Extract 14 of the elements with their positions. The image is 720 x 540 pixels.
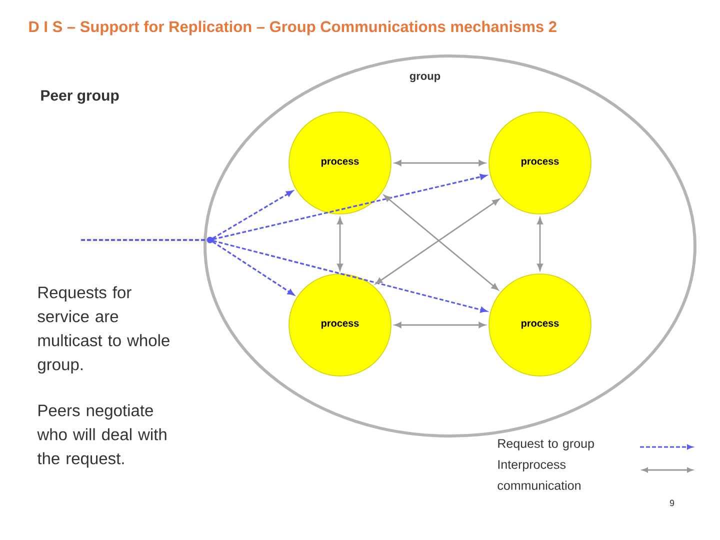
arrow xyxy=(537,217,543,270)
arrow xyxy=(384,194,498,290)
legend-label: Request to group xyxy=(498,439,594,450)
arrow xyxy=(337,217,343,270)
note-text: Requests for service are multicast to whole group. xyxy=(38,286,170,374)
heading: Peer group xyxy=(41,90,119,104)
arrow xyxy=(375,198,500,284)
arrow xyxy=(394,160,486,166)
note-text: Peers negotiate who will deal with the request. xyxy=(37,404,166,468)
arrow xyxy=(394,322,486,328)
page-number: 9 xyxy=(670,500,674,506)
slide-title: D I S – Support for Replication – Group Communications mechanisms 2 xyxy=(29,20,556,36)
legend-label: Interprocess communication xyxy=(498,460,580,490)
arrow xyxy=(81,239,487,313)
